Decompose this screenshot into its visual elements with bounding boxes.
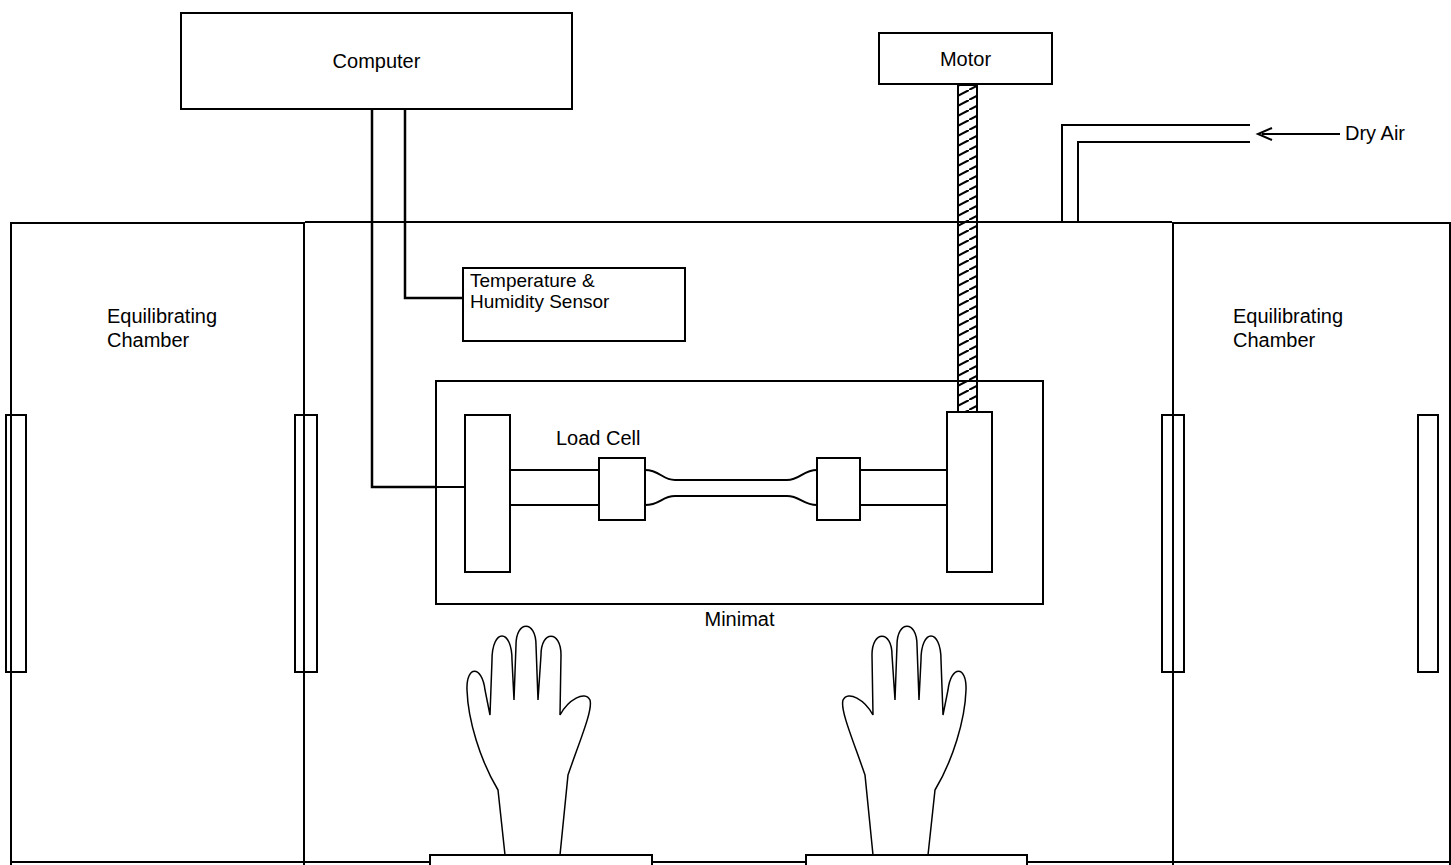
threaded-shaft [958,85,977,413]
air-pipe [1062,125,1340,222]
tensile-tester [436,412,992,572]
motor-box: Motor [878,32,1053,85]
signal-cable [372,110,435,487]
equilibrating-chamber: Equilibrating Chamber [1172,222,1451,865]
glove-ports [430,855,1027,865]
chamber-floor [10,861,1449,863]
chamber-wall [305,221,1172,223]
gloves [467,626,966,855]
node-text: Minimat [437,607,1042,631]
flow-label: Dry Air [1345,121,1405,145]
chamber-doors [6,415,1438,672]
node-text: Computer [333,49,421,73]
signal-cable [405,110,462,298]
node-text: Temperature & Humidity Sensor [464,269,676,315]
computer-box: Computer [180,12,573,110]
minimat-frame: Minimat [435,380,1044,605]
node-text: Equilibrating Chamber [1233,304,1413,352]
node-text: Motor [940,47,991,71]
node-text: Equilibrating Chamber [107,304,287,352]
equilibrating-chamber: Equilibrating Chamber [10,222,305,865]
part-label: Load Cell [556,426,641,450]
sensor-box: Temperature & Humidity Sensor [462,267,686,342]
